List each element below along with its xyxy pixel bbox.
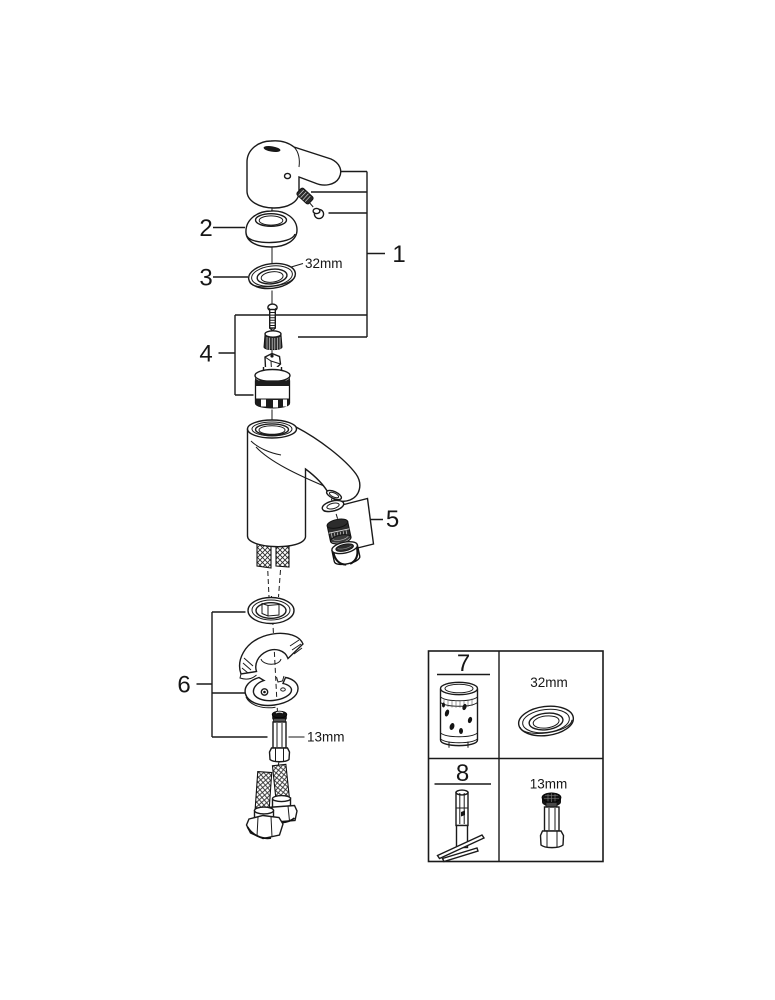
dome-cap: [245, 210, 298, 248]
aerator-gasket: [321, 499, 345, 513]
callout-bracket-4: [218, 315, 254, 396]
bottom-hoses: [245, 763, 298, 840]
callout-1-label: 1: [392, 241, 405, 268]
grub-screw: [296, 187, 314, 205]
service-parts-box: [427, 650, 604, 863]
dim-32mm-label: 32mm: [305, 256, 343, 271]
callout-8-label: 8: [456, 760, 469, 787]
cartridge: [254, 352, 291, 409]
mounting-oring: [247, 596, 295, 625]
sleeve-tool: [439, 681, 479, 748]
box-dim-13mm-label: 13mm: [530, 777, 568, 792]
callout-5-label: 5: [386, 506, 399, 533]
callout-4-label: 4: [199, 341, 212, 368]
callout-bracket-5: [343, 497, 383, 549]
cartridge-adapter: [263, 330, 283, 351]
seal-ring-32mm: [247, 262, 297, 290]
callout-3-label: 3: [199, 265, 212, 292]
mounting-stud-13mm: [268, 710, 291, 763]
callout-7-label: 7: [457, 650, 470, 677]
cover-plug: [312, 207, 325, 220]
aerator-housing: [331, 541, 361, 566]
handle-screw-hole: [283, 172, 292, 180]
cartridge-screw: [267, 303, 278, 332]
mounting-clamp: [244, 675, 299, 709]
mounting-wedge: [239, 632, 304, 680]
handle-lever: [246, 140, 342, 209]
spout-outlet: [325, 489, 343, 501]
mounting-rod-tool: [436, 789, 486, 863]
faucet-body: [246, 419, 361, 548]
callout-bracket-6: [196, 611, 268, 738]
dim-13mm-label: 13mm: [307, 730, 345, 745]
box-dim-32mm-label: 32mm: [530, 675, 568, 690]
labels: 1 2 3 4 5 6 7 8 32mm 13mm 32mm 13mm: [177, 215, 567, 792]
callout-2-label: 2: [199, 215, 212, 242]
callout-6-label: 6: [177, 672, 190, 699]
handle-top-slot: [263, 146, 281, 152]
callout-bracket-1: [235, 170, 385, 338]
box-seal-ring-32mm: [517, 705, 575, 737]
box-stud-13mm: [539, 792, 565, 849]
